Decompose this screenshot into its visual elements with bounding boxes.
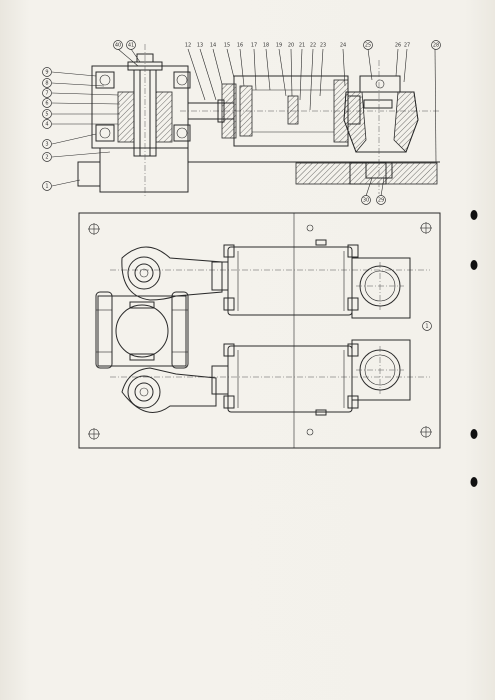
callout-label: 26	[395, 43, 401, 49]
hex-nut	[95, 124, 115, 142]
punch-hole	[470, 477, 478, 487]
callout-label: 1	[45, 184, 48, 190]
section-view	[77, 44, 440, 198]
punch-hole	[470, 260, 478, 270]
top-leaders	[117, 48, 437, 163]
callout-label: 40	[115, 43, 121, 49]
lower-block	[99, 147, 189, 193]
callout-label: 22	[310, 43, 316, 49]
hex-nut	[173, 71, 191, 89]
callout-label: 19	[276, 43, 282, 49]
callout-label: 25	[365, 43, 371, 49]
punch-hole	[470, 429, 478, 439]
upper-cylinder	[227, 246, 353, 316]
lower-cylinder	[227, 345, 353, 413]
callout-label: 20	[288, 43, 294, 49]
callout-label: 16	[237, 43, 243, 49]
upper-clamp-head	[351, 257, 411, 319]
callout-label: 21	[299, 43, 305, 49]
callout-label: 3	[45, 142, 48, 148]
callout-label: 30	[363, 198, 369, 204]
hex-nut	[95, 71, 115, 89]
callout-label: 14	[210, 43, 216, 49]
upper-clamp-arm	[121, 246, 223, 301]
callout-label: 12	[185, 43, 191, 49]
callout-label: 27	[404, 43, 410, 49]
punch-holes	[470, 210, 478, 487]
plan-base-outline	[78, 212, 441, 449]
callout-label: 9	[45, 70, 48, 76]
callout-label: 18	[263, 43, 269, 49]
callout-label: 7	[45, 91, 48, 97]
left-callouts: 9 8 7 6 5 4 3 2 1	[42, 67, 121, 191]
clamp-head	[359, 75, 401, 93]
callout-label: 23	[320, 43, 326, 49]
punch-hole	[470, 210, 478, 220]
callout-label: 8	[45, 81, 48, 87]
lower-clamp-head	[351, 339, 411, 401]
bottom-callouts: 30 29	[361, 177, 386, 205]
plan-view: 1	[78, 212, 441, 449]
callout-label: 17	[251, 43, 257, 49]
callout-label: 28	[433, 43, 439, 49]
top-callouts: 40 41 12 13 14 15 16 17 18 19 20 21 22 2…	[113, 40, 441, 50]
callout-label: 2	[45, 155, 48, 161]
callout-label: 13	[197, 43, 203, 49]
callout-label: 4	[45, 122, 48, 128]
center-clamp	[97, 295, 187, 367]
callout-label: 6	[45, 101, 48, 107]
callout-label: 29	[378, 198, 384, 204]
plan-marker-label: 1	[425, 324, 428, 330]
callout-label: 41	[128, 43, 134, 49]
callout-label: 5	[45, 112, 48, 118]
lower-clamp-arm	[121, 367, 217, 413]
callout-label: 15	[224, 43, 230, 49]
callout-label: 24	[340, 43, 346, 49]
hex-nut	[173, 124, 191, 142]
